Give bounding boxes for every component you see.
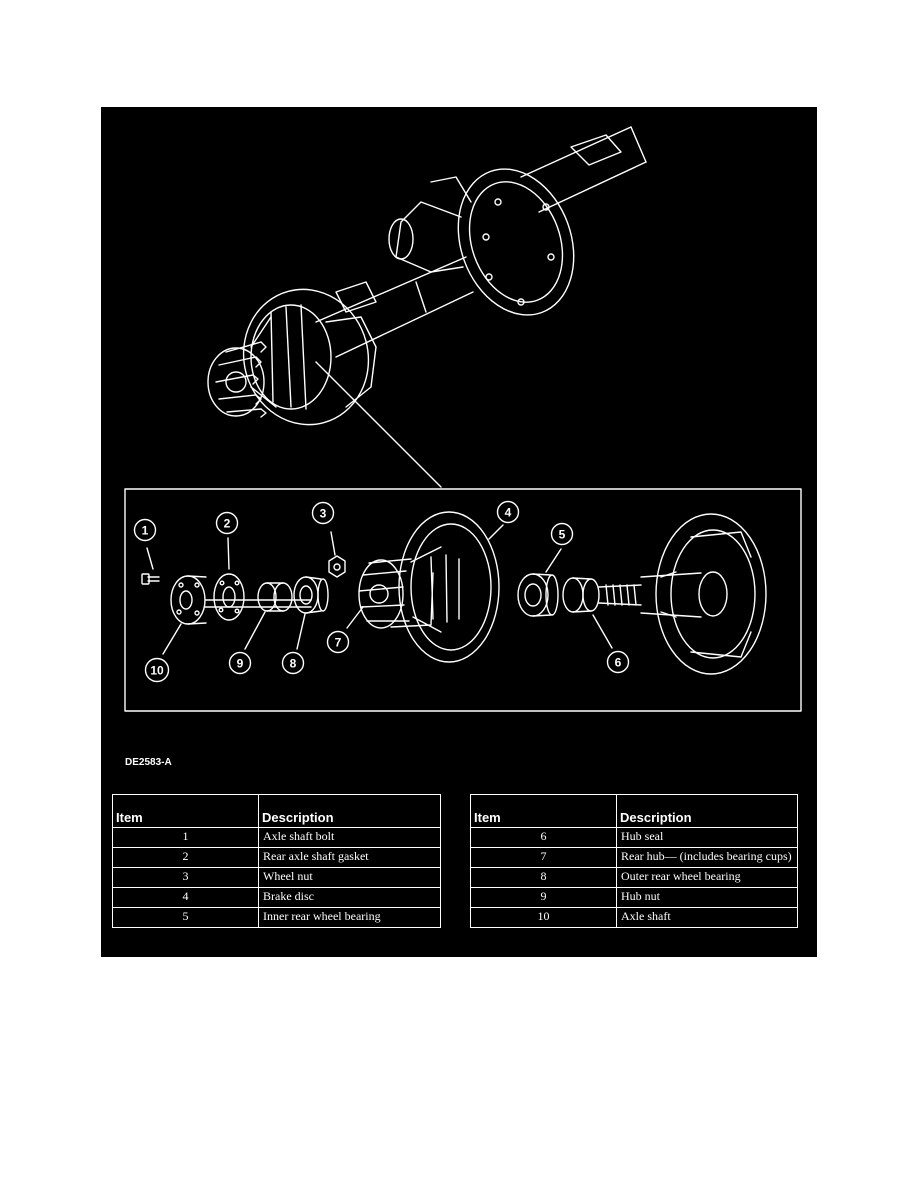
item-number: 10 [470, 907, 617, 928]
item-description: Brake disc [258, 887, 441, 908]
item-description: Rear axle shaft gasket [258, 847, 441, 868]
parts-table-right: Item Description 6 Hub seal 7 Rear hub— … [470, 794, 798, 928]
item-description: Inner rear wheel bearing [258, 907, 441, 928]
description-header: Description [258, 794, 441, 828]
callout-5: 5 [545, 522, 574, 573]
item-number: 8 [470, 867, 617, 888]
svg-text:8: 8 [290, 657, 297, 671]
item-description: Rear hub— (includes bearing cups) [616, 847, 798, 868]
exploded-components [141, 511, 767, 675]
table-header-row: Item Description [112, 794, 441, 828]
callout-1: 1 [133, 518, 157, 570]
item-number: 2 [112, 847, 259, 868]
callout-9: 9 [228, 611, 266, 675]
item-description: Axle shaft bolt [258, 827, 441, 848]
svg-text:4: 4 [505, 506, 512, 520]
table-row: 8 Outer rear wheel bearing [470, 867, 798, 888]
svg-text:1: 1 [142, 524, 149, 538]
diagram-panel: 1 2 3 4 5 6 7 8 [101, 107, 817, 957]
table-row: 2 Rear axle shaft gasket [112, 847, 441, 868]
table-row: 3 Wheel nut [112, 867, 441, 888]
item-number: 1 [112, 827, 259, 848]
svg-text:5: 5 [559, 528, 566, 542]
table-row: 1 Axle shaft bolt [112, 827, 441, 848]
table-row: 7 Rear hub— (includes bearing cups) [470, 847, 798, 868]
callout-2: 2 [215, 511, 239, 570]
rear-axle-assembly [207, 126, 647, 488]
callout-4: 4 [488, 500, 520, 540]
callout-7: 7 [326, 606, 364, 654]
parts-table-left: Item Description 1 Axle shaft bolt 2 Rea… [112, 794, 441, 928]
figure-code: DE2583-A [125, 757, 172, 768]
callout-10: 10 [144, 623, 182, 683]
table-header-row: Item Description [470, 794, 798, 828]
item-header: Item [470, 794, 617, 828]
svg-text:2: 2 [224, 517, 231, 531]
table-row: 4 Brake disc [112, 887, 441, 908]
item-description: Axle shaft [616, 907, 798, 928]
table-row: 6 Hub seal [470, 827, 798, 848]
svg-text:10: 10 [150, 664, 164, 678]
table-row: 5 Inner rear wheel bearing [112, 907, 441, 928]
item-header: Item [112, 794, 259, 828]
callout-6: 6 [592, 614, 630, 674]
item-number: 7 [470, 847, 617, 868]
callout-8: 8 [281, 613, 306, 675]
item-description: Hub seal [616, 827, 798, 848]
exploded-axle-illustration: 1 2 3 4 5 6 7 8 [124, 126, 802, 712]
svg-text:7: 7 [335, 636, 342, 650]
description-header: Description [616, 794, 798, 828]
item-description: Hub nut [616, 887, 798, 908]
item-description: Outer rear wheel bearing [616, 867, 798, 888]
svg-text:3: 3 [320, 507, 327, 521]
callout-3: 3 [311, 501, 336, 556]
svg-text:9: 9 [237, 657, 244, 671]
item-number: 5 [112, 907, 259, 928]
item-number: 4 [112, 887, 259, 908]
item-number: 3 [112, 867, 259, 888]
item-number: 9 [470, 887, 617, 908]
item-number: 6 [470, 827, 617, 848]
exploded-view-frame [124, 488, 802, 712]
item-description: Wheel nut [258, 867, 441, 888]
table-row: 10 Axle shaft [470, 907, 798, 928]
table-row: 9 Hub nut [470, 887, 798, 908]
svg-text:6: 6 [615, 656, 622, 670]
